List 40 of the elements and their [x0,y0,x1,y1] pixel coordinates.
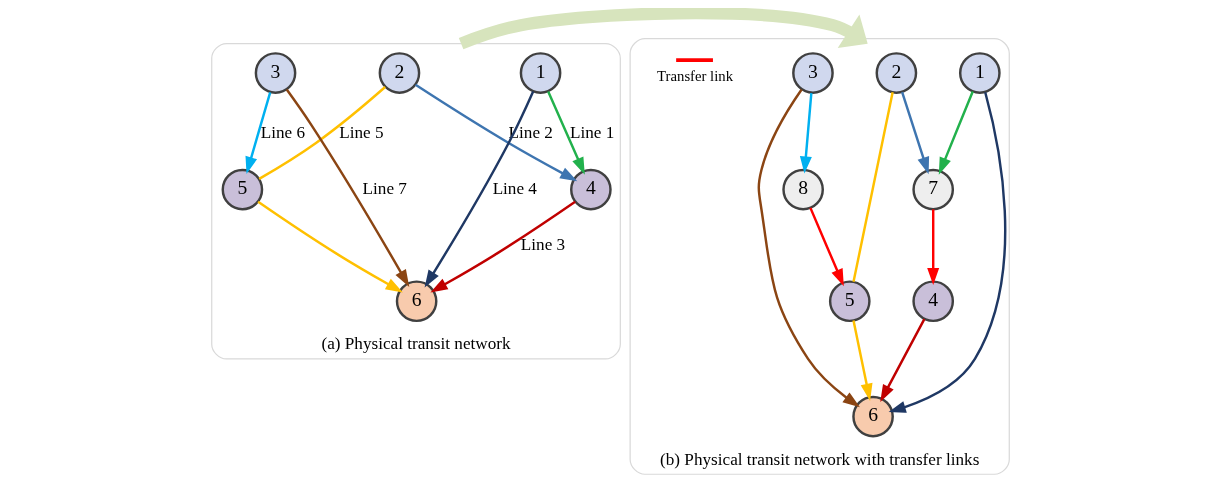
edge-label: Line 7 [362,179,407,199]
edge-label: Line 1 [569,123,614,143]
arrow [757,88,860,408]
edge-label: Line 6 [260,123,305,143]
arrow [808,207,844,287]
node-circle: 6 [395,280,437,323]
node-circle: 1 [519,52,561,94]
arrow [879,318,925,402]
arrow [851,320,872,401]
arrow [546,91,585,175]
arrow [424,90,534,288]
node-circle: 4 [911,280,954,323]
node-circle: 2 [875,52,917,94]
node-circle: 5 [221,168,263,211]
node-circle: 6 [851,395,894,438]
node-circle: 2 [378,52,420,94]
edge-label: Line 4 [492,179,537,199]
arrow [799,93,813,174]
node-circle: 5 [828,280,871,323]
edge-label: Line 3 [520,234,565,254]
node-circle: 3 [791,52,834,94]
node-circle: 7 [911,168,954,211]
node-circle: 1 [958,52,1001,94]
connector [258,86,386,180]
legend-label: Transfer link [656,68,733,85]
arrow [285,88,409,288]
arrow [414,83,577,182]
arrow [888,91,1006,413]
connector [851,92,894,283]
arrow [458,8,868,50]
arrow [429,200,576,293]
arrow [926,209,939,286]
node-circle: 8 [781,168,824,211]
arrow [244,92,271,175]
edge-label: Line 5 [338,123,384,143]
node-circle: 4 [569,168,612,211]
arrow [938,91,974,175]
arrow [900,91,929,175]
node-circle: 3 [254,52,296,94]
arrow [256,200,403,293]
